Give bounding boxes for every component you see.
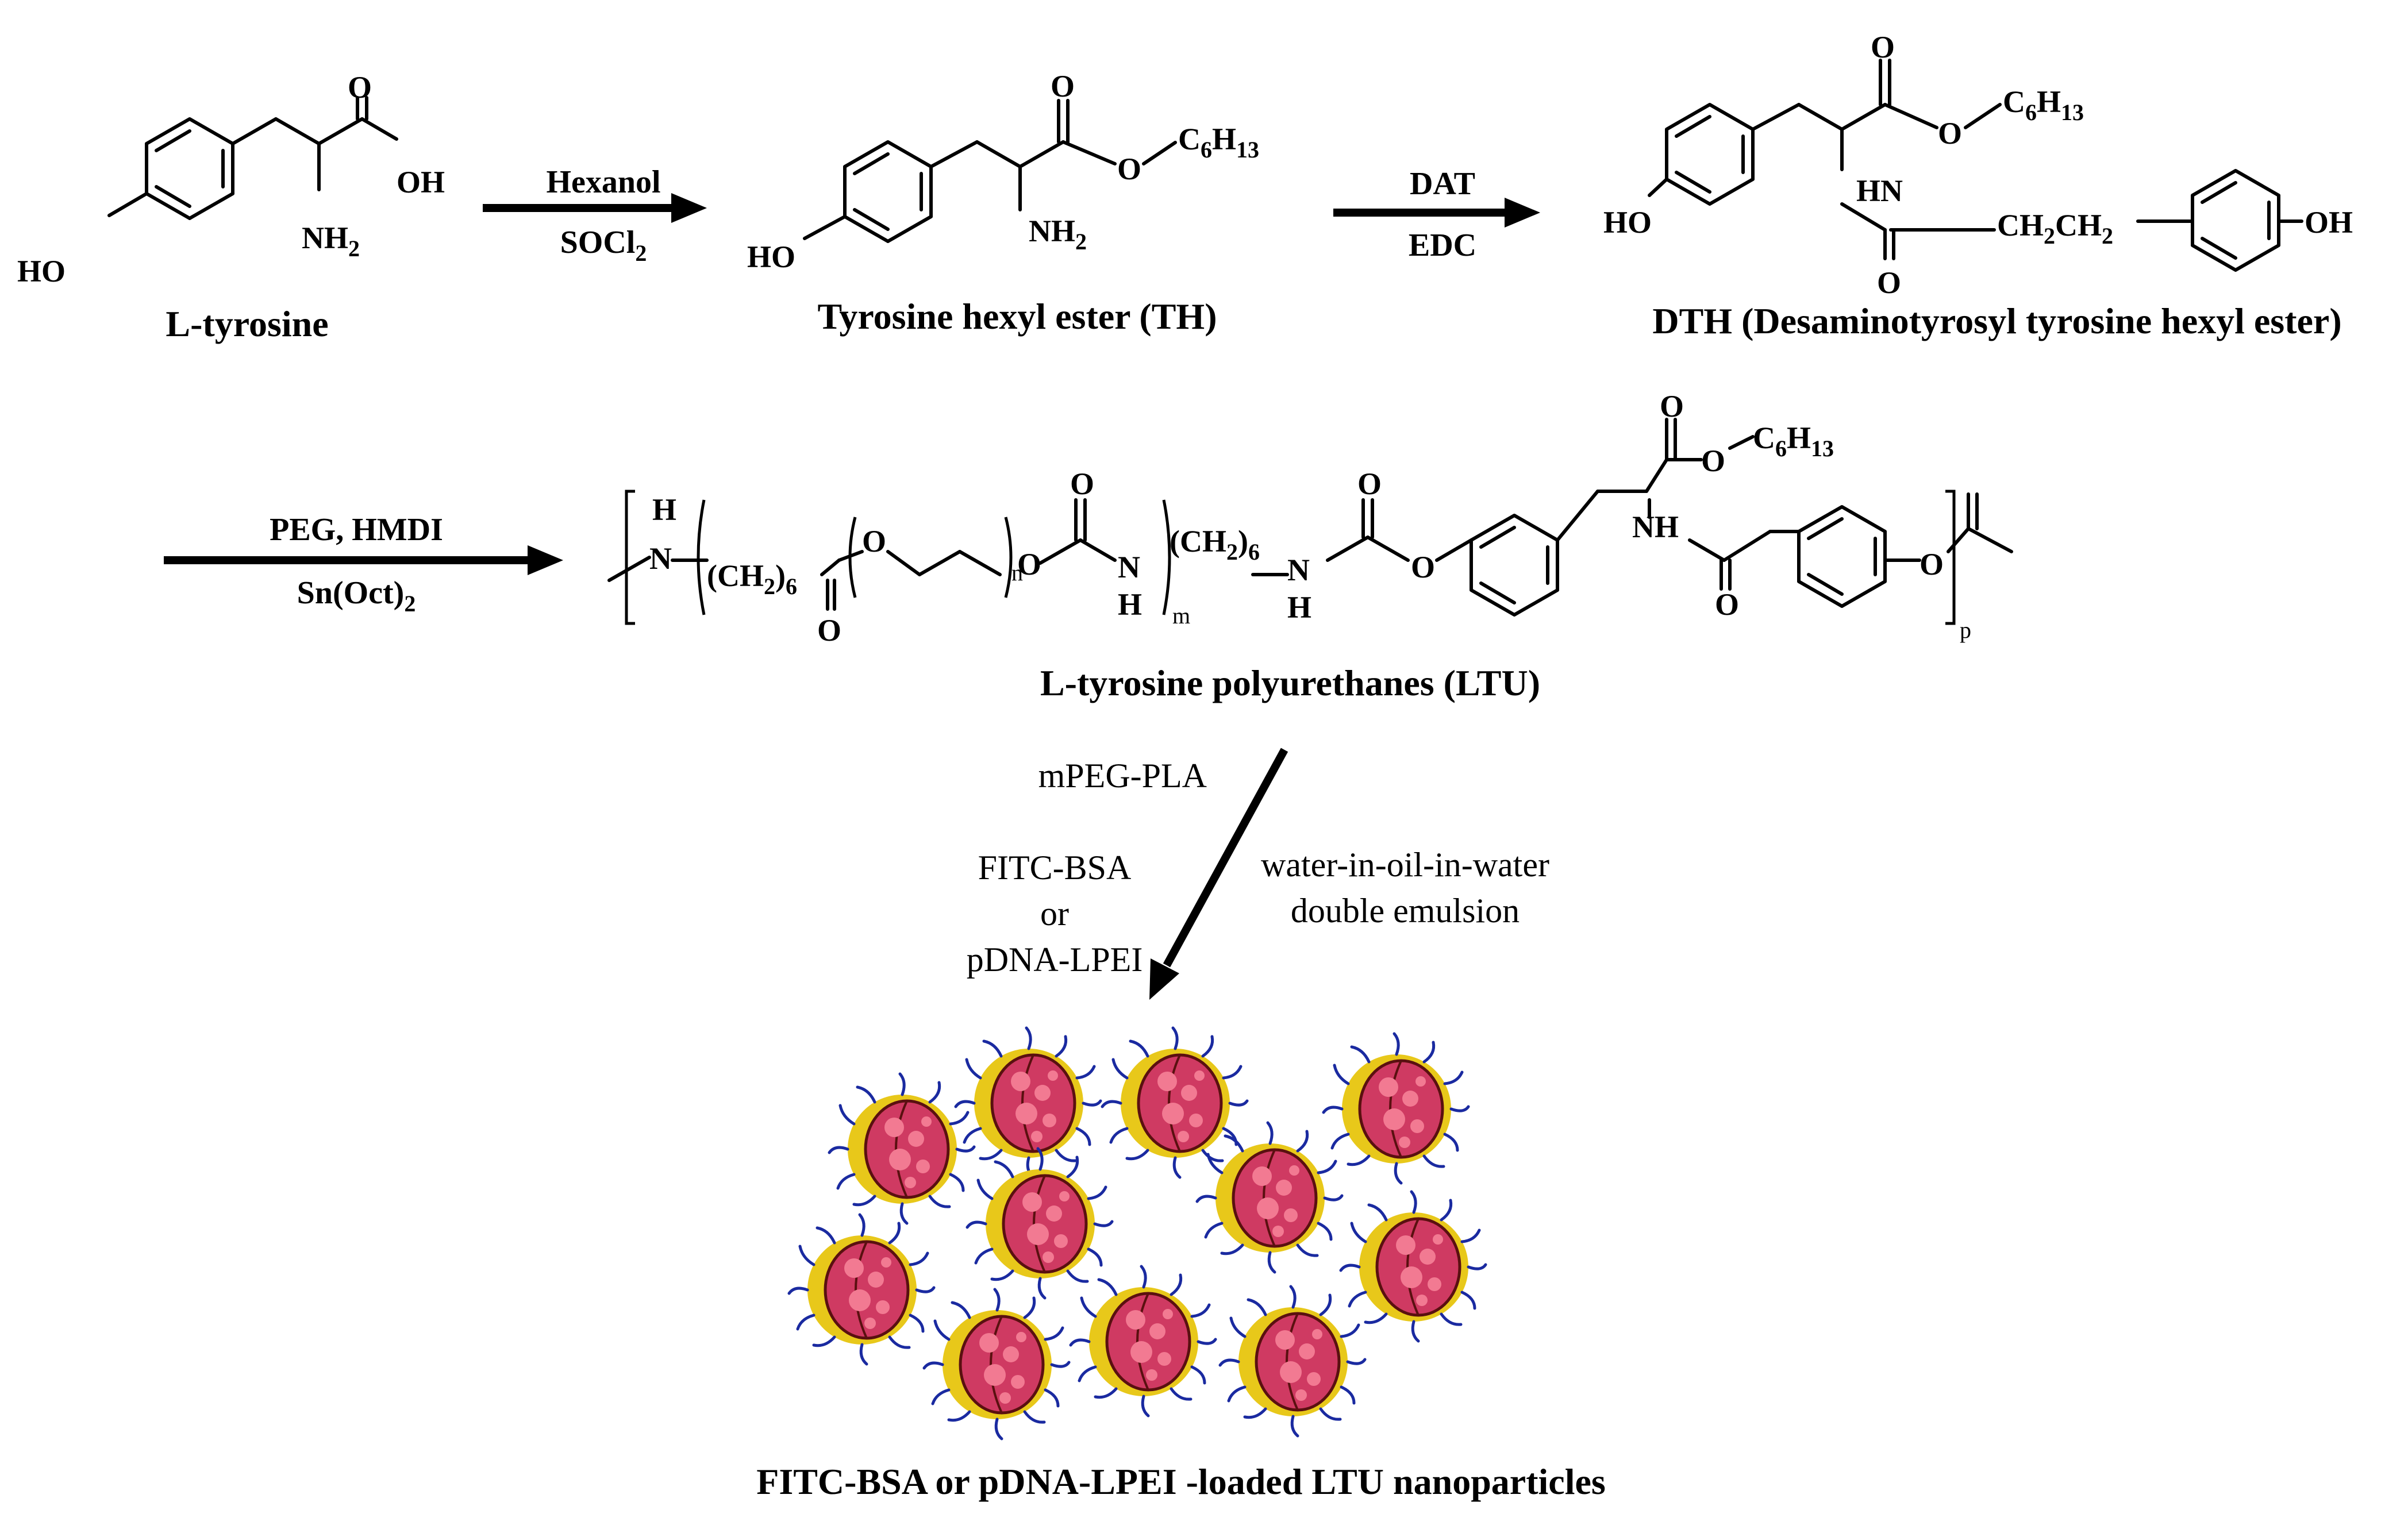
tyrosine-label: L-tyrosine [166, 303, 328, 344]
th-o-ester: O [1117, 152, 1141, 186]
tyrosine-o: O [348, 70, 372, 105]
dth-ho: HO [1603, 205, 1652, 240]
th-structure: HO O O C6H13 NH2 [747, 69, 1259, 274]
nanoparticle-icon [1341, 1192, 1486, 1341]
nanoparticle-cluster [789, 1028, 1486, 1439]
th-nh2: NH2 [1029, 214, 1087, 255]
nanoparticle-icon [956, 1028, 1101, 1177]
nanoparticle-icon [967, 1149, 1112, 1298]
th-o-carbonyl: O [1051, 69, 1075, 103]
dth-structure: HO O O C6H13 HN O CH2CH2 OH [1603, 30, 2353, 300]
ltu-o2: O [862, 524, 886, 558]
arrow-emulsion [1163, 748, 1288, 968]
tyrosine-oh: OH [397, 165, 445, 199]
ltu-nh: NH [1632, 510, 1679, 544]
ltu-o1: O [817, 613, 841, 648]
nanoparticle-icon [789, 1215, 934, 1364]
dth-label: DTH (Desaminotyrosyl tyrosine hexyl este… [1652, 301, 2341, 341]
arrow-emulsion-head [1149, 958, 1179, 1000]
th-c6h13: C6H13 [1178, 122, 1259, 163]
tyrosine-ho: HO [17, 254, 66, 288]
ltu-n2: N [1118, 550, 1140, 584]
step3-catalyst: Sn(Oct)2 [297, 575, 416, 617]
tyrosine-nh2: NH2 [302, 221, 360, 261]
th-ho: HO [747, 240, 795, 274]
nanoparticle-icon [1071, 1266, 1215, 1416]
th-label: Tyrosine hexyl ester (TH) [817, 296, 1217, 337]
ltu-o5: O [1357, 467, 1382, 501]
dth-hn: HN [1856, 174, 1903, 208]
ltu-label: L-tyrosine polyurethanes (LTU) [1040, 662, 1540, 703]
ltu-structure: H N (CH2)6 O O n O O N H m (CH2)6 N H O … [607, 389, 2013, 648]
nanoparticle-icon [1197, 1123, 1342, 1272]
dth-oh: OH [2305, 205, 2353, 240]
nanoparticle-icon [1220, 1287, 1365, 1436]
ltu-o3: O [1017, 547, 1041, 581]
method-line-2: double emulsion [1291, 892, 1520, 930]
ltu-sub-m: m [1172, 603, 1190, 629]
dth-o-ester: O [1938, 116, 1962, 151]
method-line-1: water-in-oil-in-water [1261, 846, 1549, 884]
nanoparticles-label: FITC-BSA or pDNA-LPEI -loaded LTU nanopa… [756, 1461, 1606, 1502]
cargo-line-3: pDNA-LPEI [967, 941, 1143, 979]
ltu-n3: N [1287, 553, 1310, 587]
step3-reagents: PEG, HMDI [270, 512, 443, 548]
ltu-o8: O [1701, 444, 1725, 478]
ltu-h3: H [1287, 590, 1311, 625]
ltu-o10: O [1920, 547, 1944, 581]
nanoparticle-icon [829, 1074, 974, 1223]
arrow-step-1-head [671, 193, 707, 223]
ltu-h2: H [1118, 587, 1142, 622]
l-tyrosine-structure: HO O OH NH2 [17, 70, 445, 288]
dth-o-carbonyl: O [1871, 30, 1895, 64]
ltu-o4: O [1070, 467, 1094, 501]
step2-coupling: EDC [1409, 228, 1476, 263]
ltu-o7: O [1660, 389, 1684, 423]
cargo-line-1: FITC-BSA [978, 849, 1132, 887]
ltu-ch2-b: (CH2)6 [1170, 524, 1260, 565]
ltu-sub-n: n [1011, 560, 1023, 586]
ltu-n1: N [649, 541, 672, 576]
ltu-ch2-a: (CH2)6 [707, 558, 797, 599]
dth-o-amide: O [1877, 265, 1901, 300]
dth-chain: CH2CH2 [1997, 208, 2113, 249]
emulsion-reagent: mPEG-PLA [1038, 757, 1207, 795]
arrow-step-3-head [528, 545, 563, 575]
nanoparticle-icon [924, 1289, 1069, 1439]
ltu-c6h13: C6H13 [1753, 421, 1834, 461]
cargo-line-2: or [1040, 895, 1069, 933]
ltu-sub-p: p [1960, 617, 1971, 643]
dth-c6h13: C6H13 [2003, 84, 2084, 125]
step2-reagent: DAT [1410, 166, 1475, 202]
ltu-h1: H [652, 492, 676, 527]
nanoparticle-icon [1324, 1034, 1468, 1183]
ltu-o9: O [1715, 587, 1739, 622]
step1-reagent: Hexanol [546, 164, 660, 200]
arrow-step-2-head [1505, 198, 1540, 228]
ltu-o6: O [1411, 550, 1435, 584]
nanoparticle-icon [1102, 1028, 1247, 1177]
step1-catalyst: SOCl2 [560, 225, 647, 266]
